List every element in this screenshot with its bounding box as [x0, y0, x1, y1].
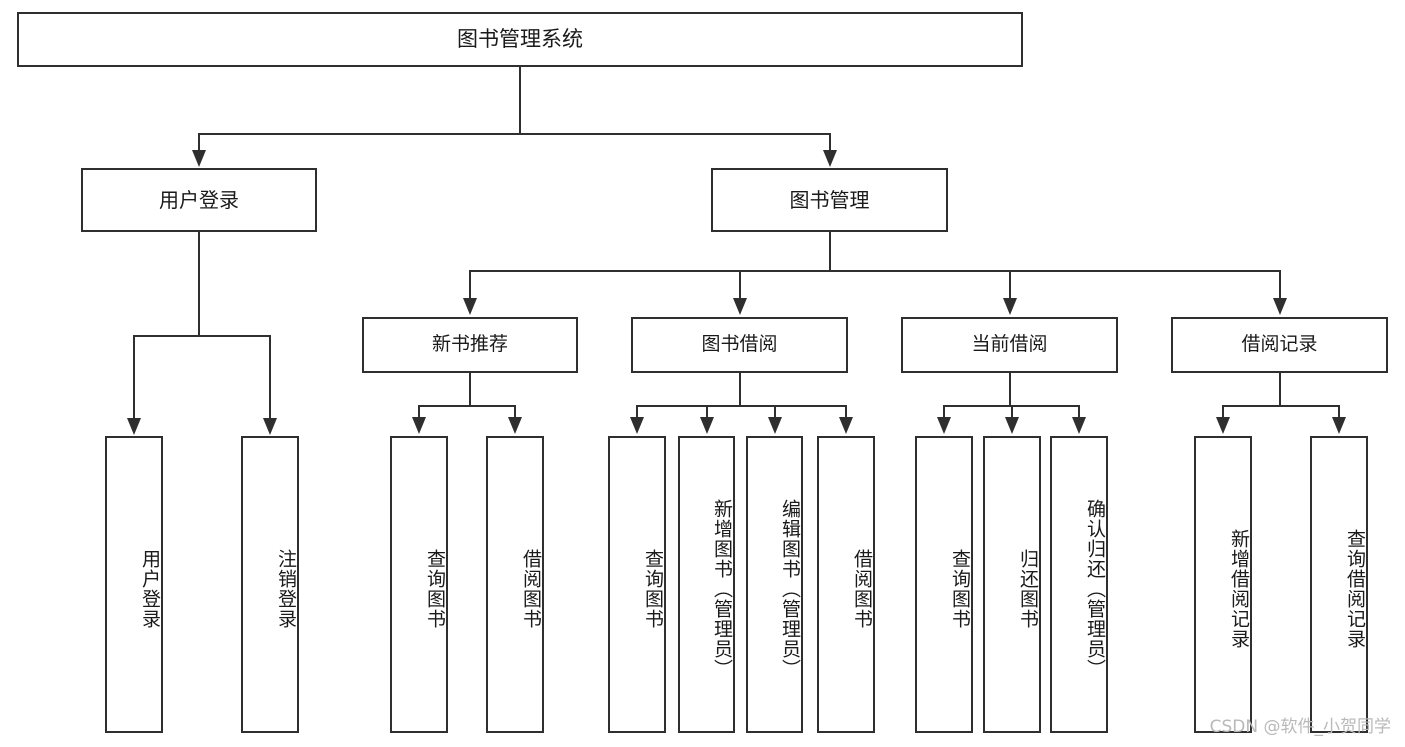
arrow-leaf-logout: [263, 418, 277, 435]
connector-current-borrow-l3: [1078, 405, 1080, 419]
connector-book-borrow-l4: [845, 405, 847, 419]
node-book-borrow[interactable]: 图书借阅: [631, 317, 848, 373]
connector-to-new-book: [469, 270, 471, 300]
node-label: 查询图书: [642, 548, 664, 629]
arrow-to-book-manage: [823, 150, 837, 167]
connector-root-bar: [198, 133, 831, 135]
node-label: 确认归还（管理员）: [1084, 498, 1106, 679]
leaf-borrow-book[interactable]: 借阅图书: [817, 436, 875, 733]
leaf-logout[interactable]: 注销登录: [241, 436, 299, 733]
node-book-management[interactable]: 图书管理: [711, 168, 948, 232]
arrow-to-new-book: [463, 298, 477, 315]
connector-book-borrow-bar: [636, 405, 846, 407]
connector-to-user-login: [198, 133, 200, 153]
arrow-to-current-borrow: [1003, 298, 1017, 315]
arrow-leaf-query-book-2: [630, 417, 644, 434]
node-label: 新增图书（管理员）: [711, 498, 733, 679]
connector-root-stem: [519, 67, 521, 134]
connector-current-borrow-stem: [1009, 373, 1011, 407]
arrow-leaf-query-record: [1332, 417, 1346, 434]
connector-user-login-bar: [133, 335, 269, 337]
node-root-system[interactable]: 图书管理系统: [17, 12, 1023, 67]
node-label: 图书管理系统: [457, 27, 583, 52]
node-borrow-record[interactable]: 借阅记录: [1171, 317, 1388, 373]
connector-book-borrow-l2: [706, 405, 708, 419]
node-label: 用户登录: [139, 548, 161, 629]
arrow-leaf-add-book: [700, 417, 714, 434]
leaf-add-book-admin[interactable]: 新增图书（管理员）: [678, 436, 735, 733]
connector-to-current-borrow: [1009, 270, 1011, 300]
leaf-borrow-book-recommend[interactable]: 借阅图书: [486, 436, 544, 733]
connector-borrow-record-l2: [1338, 405, 1340, 419]
connector-current-borrow-l2: [1011, 405, 1013, 419]
connector-book-borrow-l3: [774, 405, 776, 419]
arrow-leaf-query-book-1: [412, 417, 426, 434]
arrow-leaf-return-book: [1005, 417, 1019, 434]
arrow-to-book-borrow: [733, 298, 747, 315]
connector-new-book-l1: [418, 405, 420, 419]
node-label: 图书管理: [789, 187, 870, 212]
connector-book-manage-stem: [829, 232, 831, 272]
node-new-book-recommend[interactable]: 新书推荐: [362, 317, 578, 373]
node-label: 借阅图书: [851, 548, 873, 629]
node-current-borrow[interactable]: 当前借阅: [901, 317, 1118, 373]
arrow-leaf-confirm-return: [1072, 417, 1086, 434]
node-label: 借阅图书: [520, 548, 542, 629]
arrow-leaf-user-login: [127, 418, 141, 435]
node-label: 新增借阅记录: [1228, 528, 1250, 649]
connector-borrow-record-l1: [1222, 405, 1224, 419]
leaf-query-book-recommend[interactable]: 查询图书: [390, 436, 448, 733]
leaf-query-borrow-record[interactable]: 查询借阅记录: [1310, 436, 1368, 733]
connector-new-book-l2: [514, 405, 516, 419]
node-label: 注销登录: [275, 548, 297, 629]
connector-book-manage-bar: [469, 270, 1281, 272]
node-label: 图书借阅: [701, 333, 778, 356]
node-label: 查询图书: [949, 548, 971, 629]
leaf-user-login[interactable]: 用户登录: [105, 436, 163, 733]
arrow-leaf-borrow-book-2: [839, 417, 853, 434]
connector-borrow-record-bar: [1222, 405, 1340, 407]
arrow-to-user-login: [192, 150, 206, 167]
leaf-confirm-return-admin[interactable]: 确认归还（管理员）: [1050, 436, 1108, 733]
node-label: 归还图书: [1017, 548, 1039, 629]
node-label: 查询借阅记录: [1344, 528, 1366, 649]
connector-new-book-stem: [469, 373, 471, 407]
connector-book-borrow-stem: [739, 373, 741, 407]
arrow-to-borrow-record: [1273, 298, 1287, 315]
leaf-return-book[interactable]: 归还图书: [983, 436, 1041, 733]
connector-user-login-stem: [198, 232, 200, 336]
node-label: 查询图书: [424, 548, 446, 629]
connector-book-borrow-l1: [636, 405, 638, 419]
connector-user-login-left: [133, 335, 135, 420]
leaf-edit-book-admin[interactable]: 编辑图书（管理员）: [746, 436, 803, 733]
node-user-login[interactable]: 用户登录: [81, 168, 317, 232]
leaf-query-book-borrow[interactable]: 查询图书: [608, 436, 666, 733]
connector-to-book-borrow: [739, 270, 741, 300]
connector-current-borrow-l1: [943, 405, 945, 419]
arrow-leaf-add-record: [1216, 417, 1230, 434]
connector-borrow-record-stem: [1279, 373, 1281, 407]
arrow-leaf-borrow-book-1: [508, 417, 522, 434]
leaf-add-borrow-record[interactable]: 新增借阅记录: [1194, 436, 1252, 733]
connector-to-book-manage: [829, 133, 831, 153]
node-label: 编辑图书（管理员）: [779, 498, 801, 679]
connector-user-login-right: [269, 335, 271, 420]
arrow-leaf-query-book-3: [937, 417, 951, 434]
node-label: 借阅记录: [1241, 333, 1318, 356]
node-label: 新书推荐: [431, 333, 508, 356]
connector-new-book-bar: [418, 405, 515, 407]
node-label: 当前借阅: [971, 333, 1048, 356]
arrow-leaf-edit-book: [768, 417, 782, 434]
leaf-query-book-current[interactable]: 查询图书: [915, 436, 973, 733]
node-label: 用户登录: [159, 187, 239, 212]
connector-to-borrow-record: [1279, 270, 1281, 300]
